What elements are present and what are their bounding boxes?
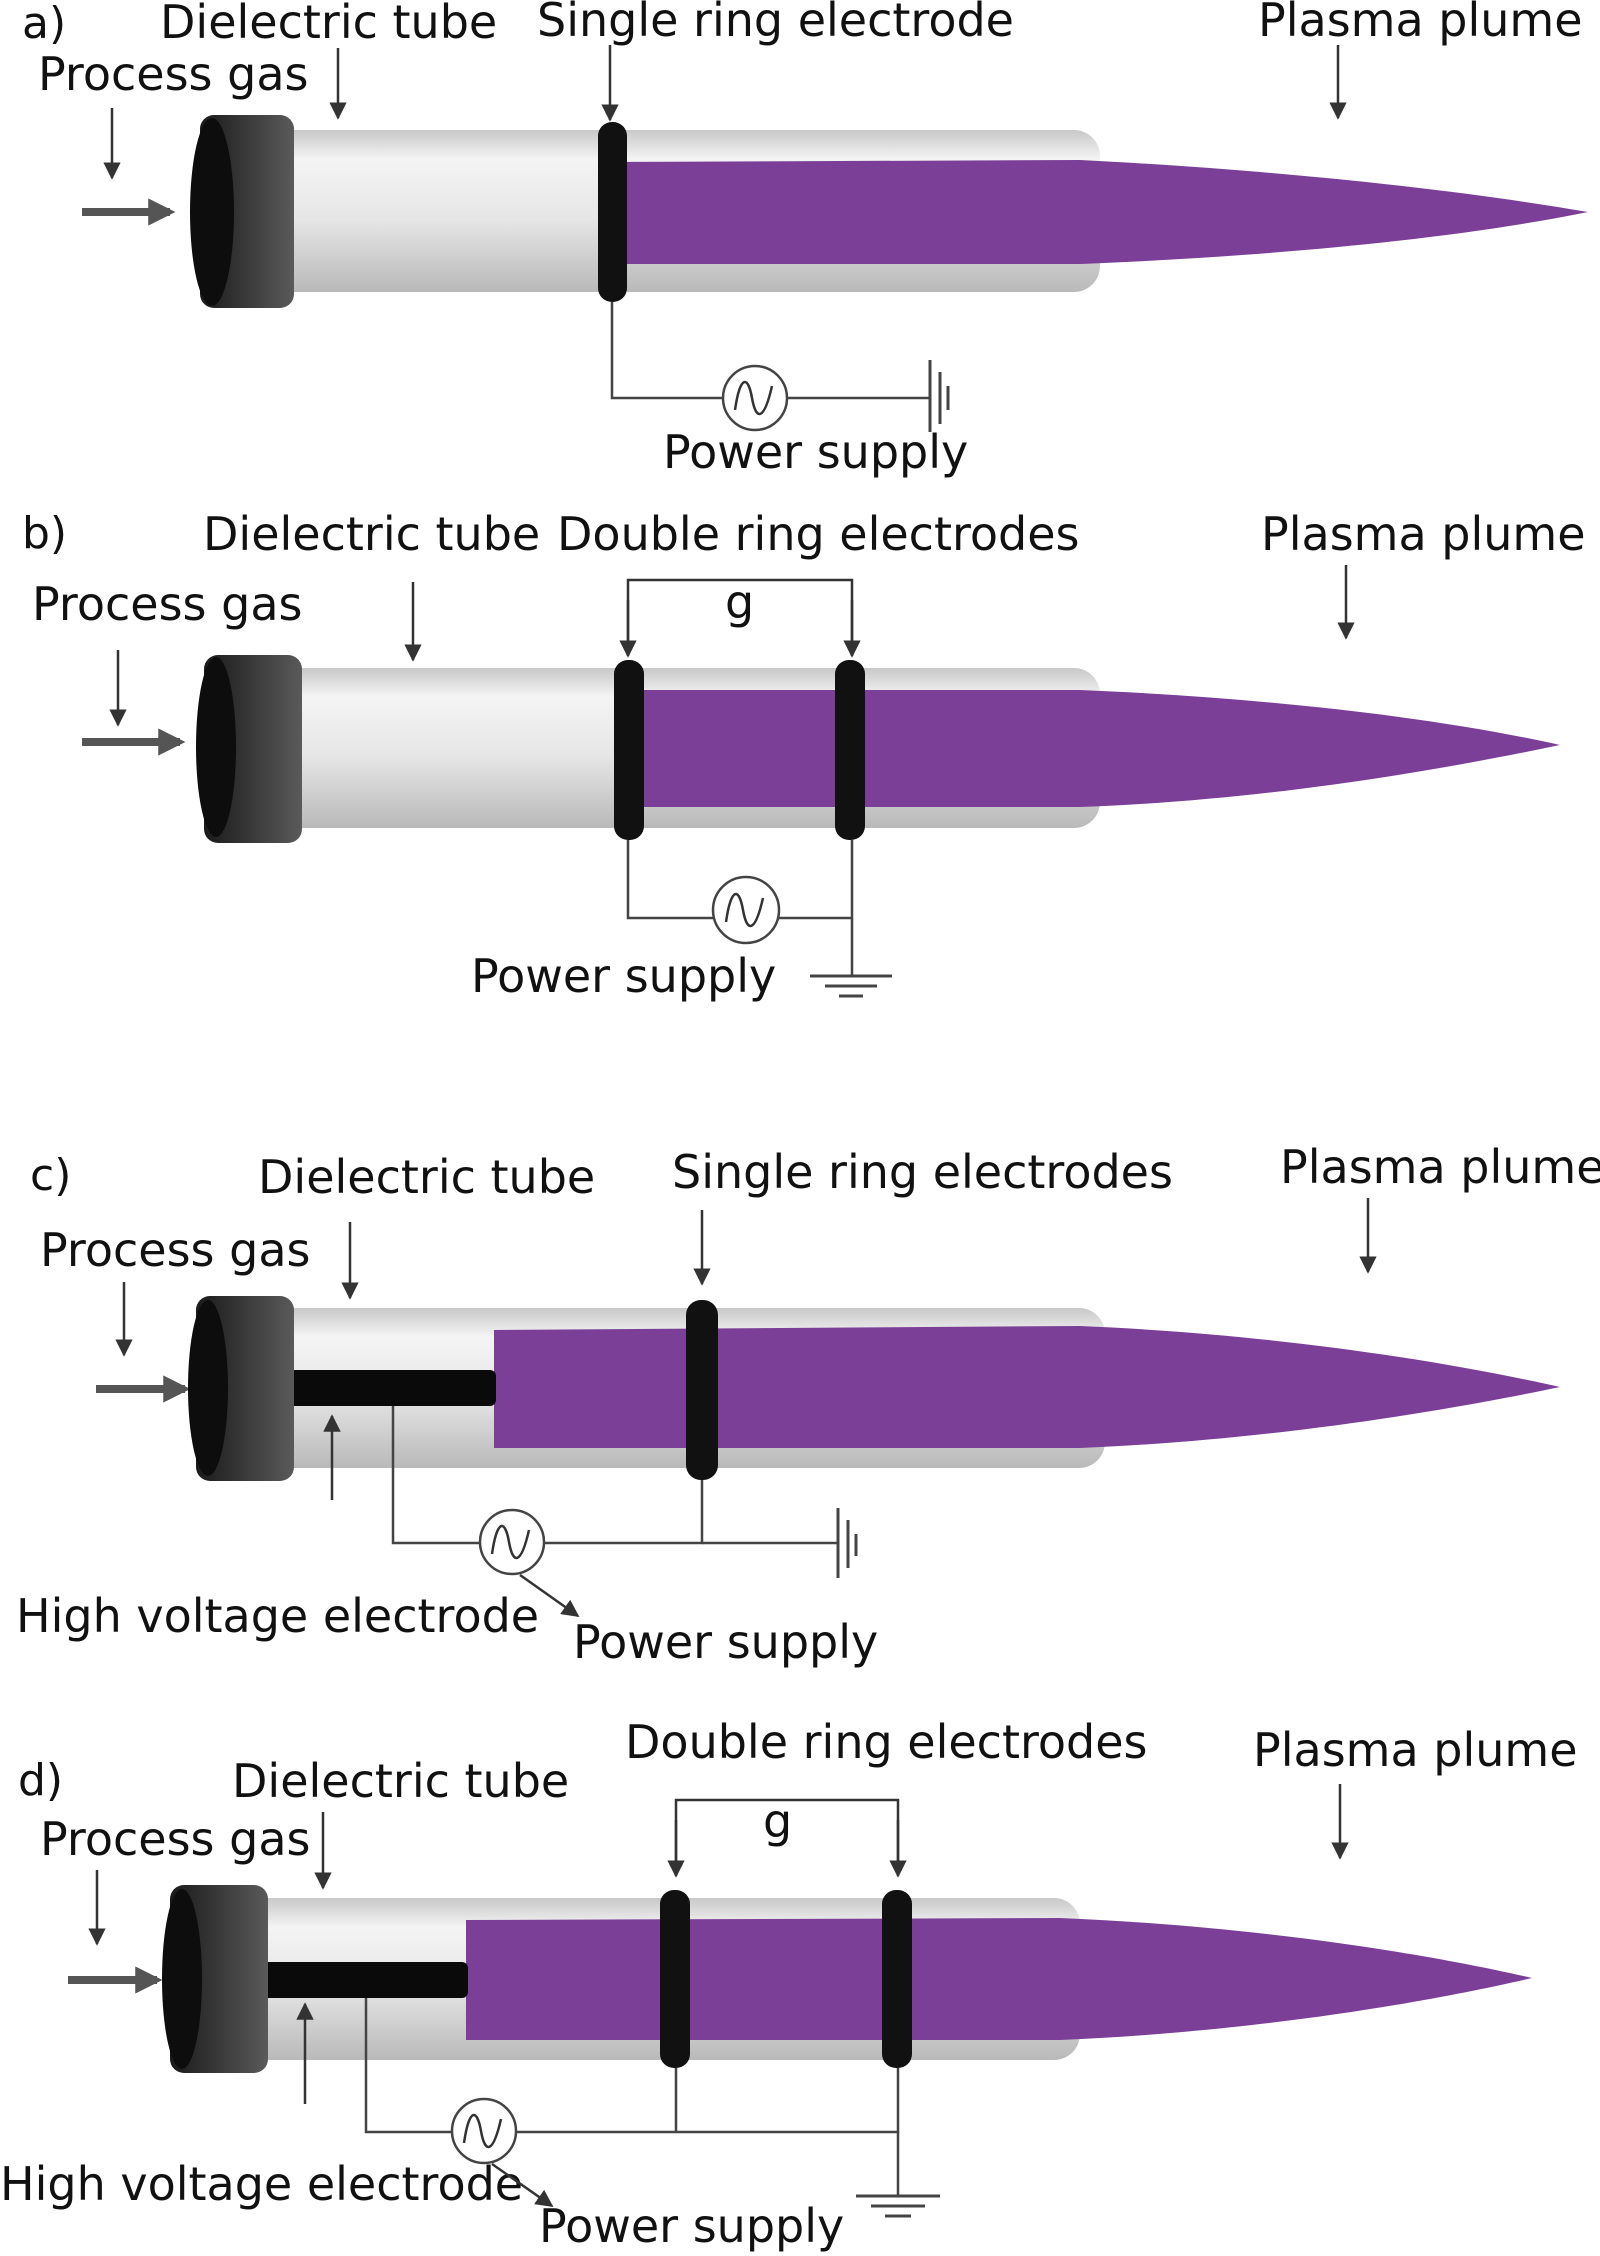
ground-icon xyxy=(856,2194,940,2218)
electrode-label: Single ring electrode xyxy=(537,0,1014,47)
power-supply-label: Power supply xyxy=(471,949,776,1003)
electrode-label: Double ring electrodes xyxy=(557,507,1080,561)
gap-label: g xyxy=(763,1794,792,1848)
process-gas-label: Process gas xyxy=(40,1223,310,1277)
hv-electrode-label: High voltage electrode xyxy=(0,2157,523,2211)
dielectric-tube-label: Dielectric tube xyxy=(203,507,540,561)
power-supply-pointer xyxy=(491,2162,554,2208)
dielectric-tube-label: Dielectric tube xyxy=(160,0,497,49)
electrode-label: Double ring electrodes xyxy=(625,1715,1148,1769)
ring-electrode xyxy=(882,1890,912,2068)
wire xyxy=(610,302,725,400)
panel-label: a) xyxy=(22,0,66,49)
plasma-plume xyxy=(466,1918,1532,2040)
ring-electrode xyxy=(598,122,627,302)
wire xyxy=(626,840,713,920)
ac-source-icon xyxy=(478,1508,546,1576)
ring-electrode xyxy=(660,1890,690,2068)
plasma-plume xyxy=(494,1326,1560,1448)
electrode-label: Single ring electrodes xyxy=(672,1145,1173,1199)
ground-icon xyxy=(810,974,892,998)
dielectric-tube-label: Dielectric tube xyxy=(232,1754,569,1808)
plasma-plume xyxy=(612,160,1588,264)
power-supply-pointer xyxy=(519,1573,580,1618)
ground-icon xyxy=(836,1508,858,1578)
panel-label: b) xyxy=(22,508,67,559)
gap-label: g xyxy=(725,575,754,629)
ac-source-icon xyxy=(450,2097,518,2165)
plasma-plume-label: Plasma plume xyxy=(1280,1140,1600,1194)
ring-electrode xyxy=(686,1300,718,1480)
process-gas-label: Process gas xyxy=(32,577,302,631)
panel-b: b) Dielectric tube Process gas Double ri… xyxy=(22,507,1586,1003)
wire xyxy=(364,1998,452,2134)
power-supply-label: Power supply xyxy=(573,1615,878,1669)
dielectric-tube-label: Dielectric tube xyxy=(258,1150,595,1204)
wire xyxy=(544,1480,704,1545)
panel-c: c) Dielectric tube Process gas Single ri… xyxy=(16,1140,1600,1669)
panel-label: c) xyxy=(30,1150,71,1201)
hv-electrode-rod xyxy=(258,1962,468,1998)
panel-label: d) xyxy=(18,1755,63,1806)
ground-icon xyxy=(928,360,950,432)
plasma-plume-label: Plasma plume xyxy=(1258,0,1583,47)
ring-electrode xyxy=(835,660,865,840)
ac-source-icon xyxy=(721,364,789,432)
panel-a: a) Dielectric tube Process gas Single ri… xyxy=(22,0,1588,479)
plasma-plume-label: Plasma plume xyxy=(1261,507,1586,561)
ring-electrode xyxy=(614,660,644,840)
panel-d: d) Dielectric tube Process gas Double ri… xyxy=(0,1715,1578,2253)
process-gas-label: Process gas xyxy=(40,1812,310,1866)
ac-source-icon xyxy=(711,875,781,945)
plasma-plume-label: Plasma plume xyxy=(1253,1723,1578,1777)
wire xyxy=(514,2068,900,2134)
power-supply-label: Power supply xyxy=(663,425,968,479)
wire xyxy=(391,1406,480,1545)
wire xyxy=(778,840,854,920)
plasma-plume xyxy=(628,690,1560,807)
process-gas-label: Process gas xyxy=(38,47,308,101)
hv-electrode-rod xyxy=(286,1370,496,1406)
power-supply-label: Power supply xyxy=(539,2199,844,2253)
hv-electrode-label: High voltage electrode xyxy=(16,1589,539,1643)
